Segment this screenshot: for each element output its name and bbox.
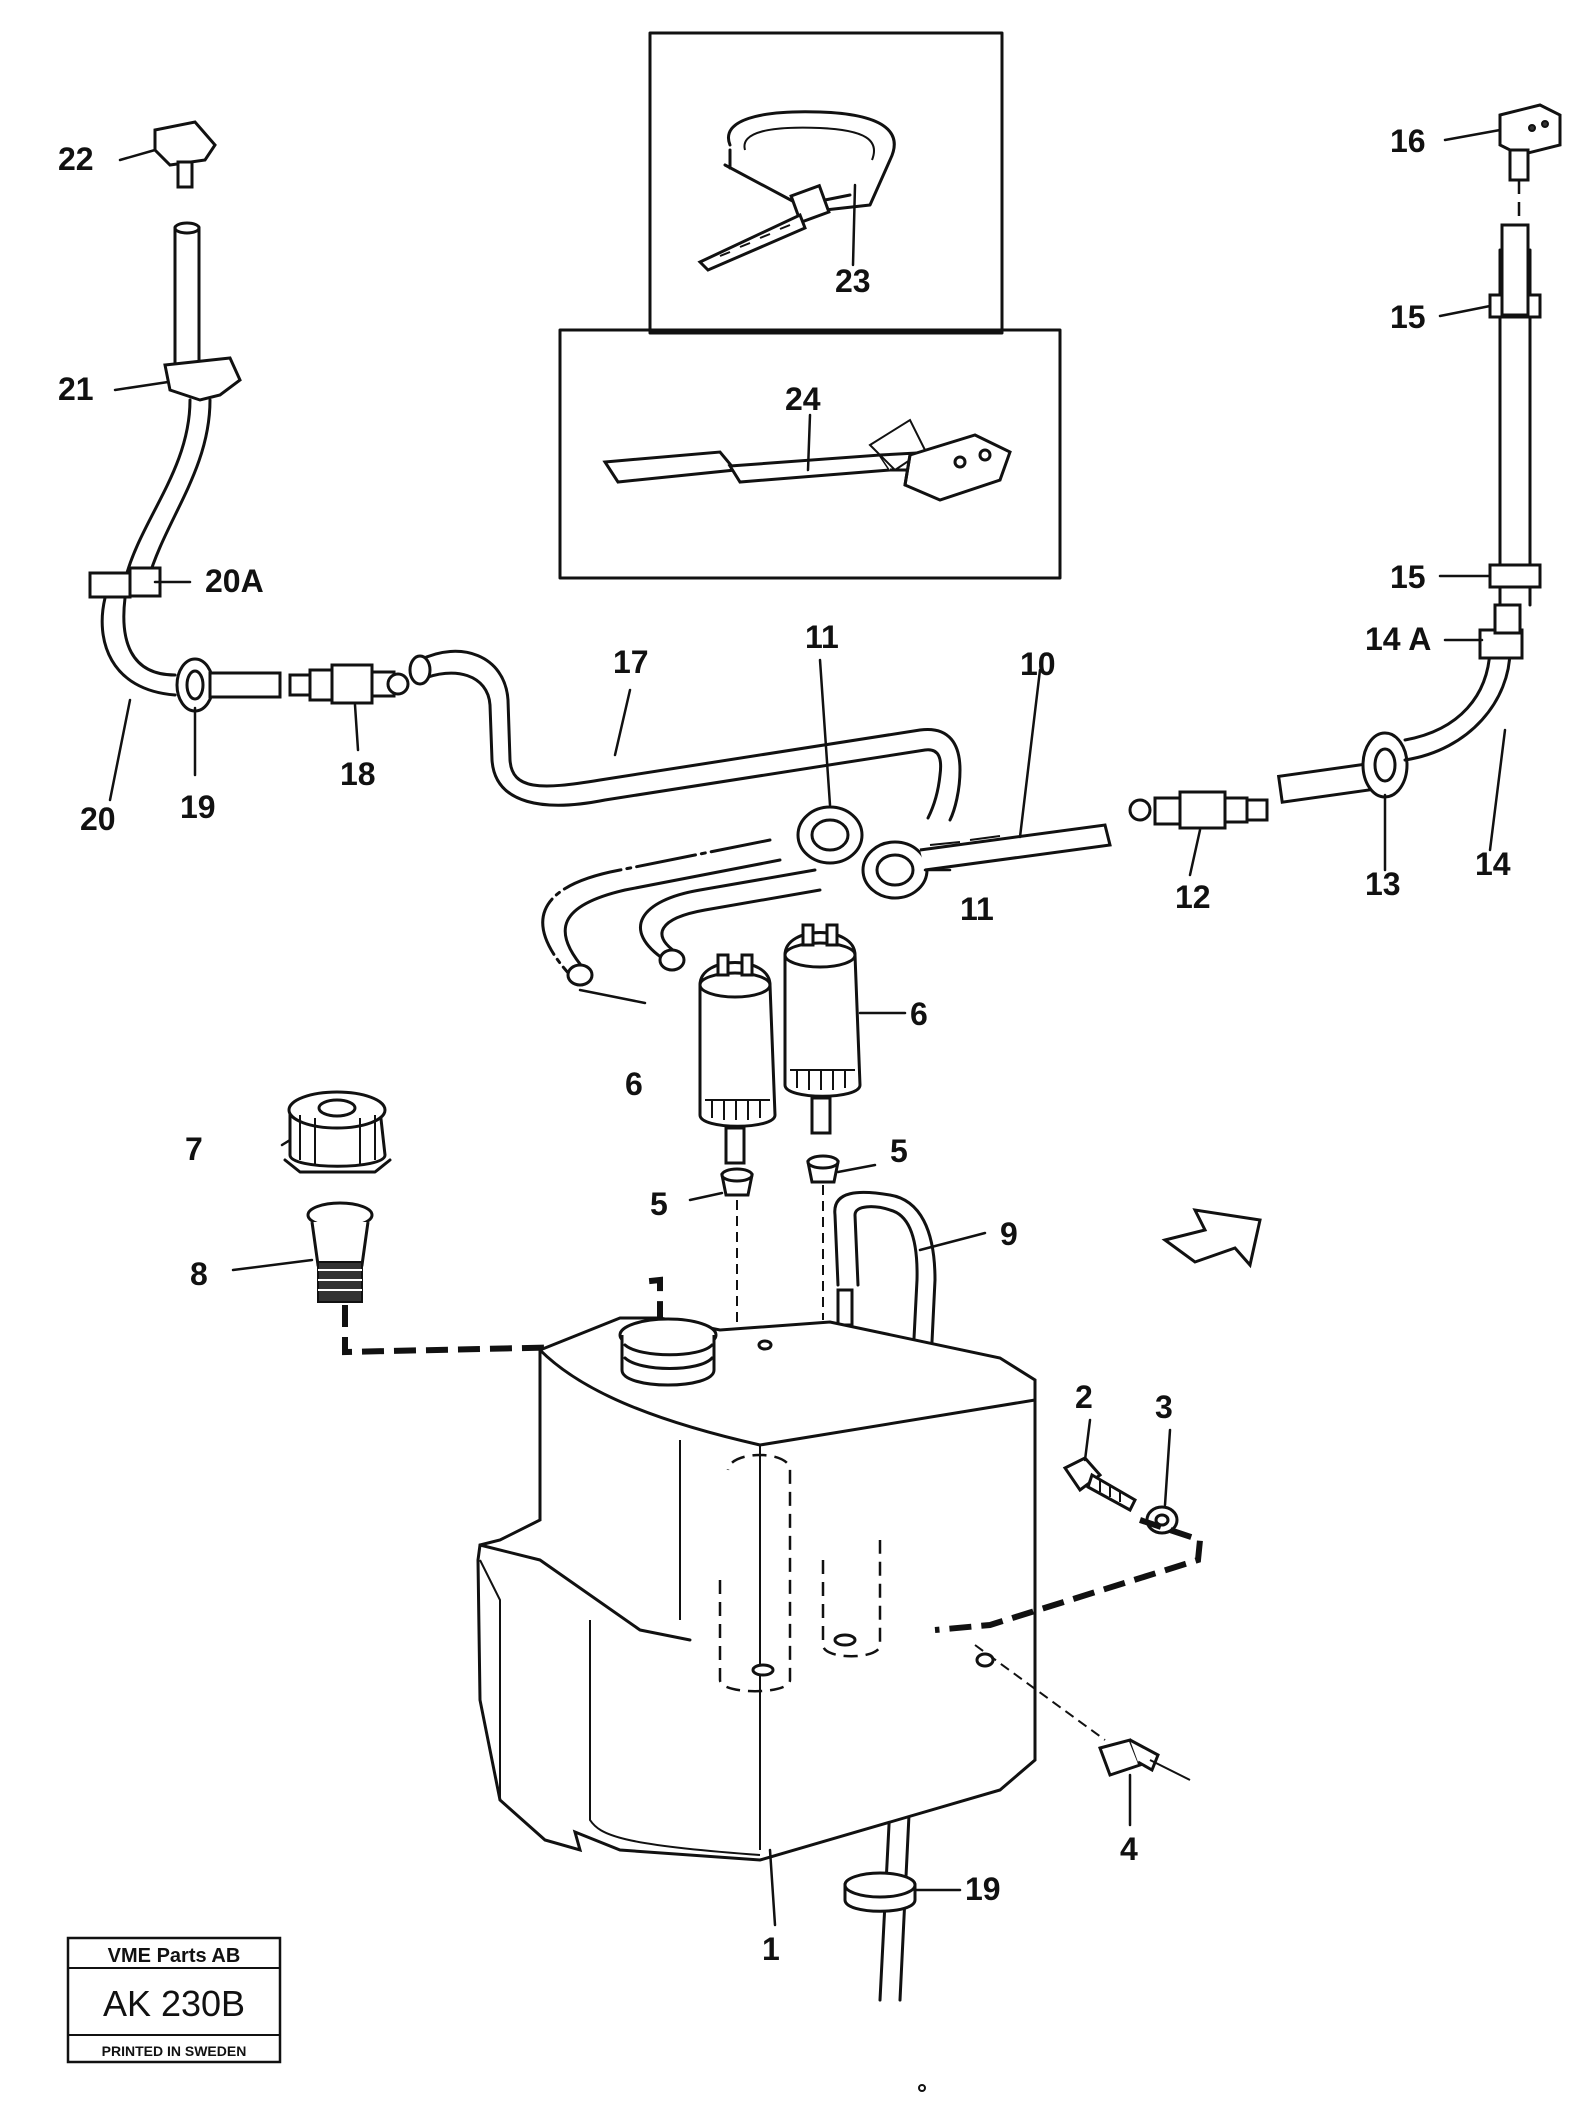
clip-icon [1098, 1738, 1142, 1777]
nozzle-bracket-icon [163, 356, 242, 402]
strap-icon [602, 418, 1012, 502]
callout-13: 13 [1365, 866, 1401, 902]
left-nozzle-assembly [88, 120, 410, 713]
callout-7: 7 [185, 1131, 203, 1167]
cable-tie-icon [697, 110, 896, 272]
callout-21: 21 [58, 371, 94, 407]
callout-4: 4 [1120, 1831, 1138, 1867]
hose-17 [408, 649, 962, 822]
callout-19-upper: 19 [180, 789, 216, 825]
inset-box-strap [558, 328, 1062, 580]
washer-tank [476, 1316, 1037, 1862]
tank-icon [476, 1316, 1037, 1862]
hose-clip-icon [88, 571, 132, 599]
callout-2: 2 [1075, 1379, 1093, 1415]
hose-connector-icon [288, 663, 410, 705]
callout-20: 20 [80, 801, 116, 837]
hose-9 [833, 1190, 937, 2002]
callout-15-upper: 15 [1390, 299, 1426, 335]
callout-11-upper: 11 [805, 619, 839, 655]
callout-11-lower: 11 [960, 891, 994, 927]
callout-5-right: 5 [890, 1133, 908, 1169]
grommet-11-upper [796, 805, 864, 865]
inset-box-cable-tie [648, 31, 1004, 335]
stamp-code: AK 230B [103, 1983, 245, 2024]
mounting-bolt [1062, 1456, 1137, 1513]
right-line-assembly [919, 103, 1562, 872]
callout-6-left: 6 [625, 1066, 643, 1102]
hose-connector-icon [1128, 790, 1269, 830]
grommet-19-lower [843, 1871, 917, 1913]
callout-19-lower: 19 [965, 1871, 1001, 1907]
filler-strainer [306, 1201, 374, 1303]
callout-9: 9 [1000, 1216, 1018, 1252]
callout-8: 8 [190, 1256, 208, 1292]
callout-23: 23 [835, 263, 871, 299]
stamp-company: VME Parts AB [108, 1945, 241, 1967]
callout-18: 18 [340, 756, 376, 792]
callout-24: 24 [785, 381, 821, 417]
pump-right [783, 923, 862, 1135]
leader-lines [108, 128, 1507, 1927]
callout-1: 1 [762, 1931, 780, 1967]
stamp-box: VME Parts AB AK 230B PRINTED IN SWEDEN [66, 1936, 282, 2064]
filler-cap [283, 1090, 392, 1174]
mounting-clip [1098, 1738, 1191, 1781]
washer-nozzle-icon [153, 120, 217, 167]
callout-17: 17 [613, 644, 649, 680]
callout-14: 14 [1475, 846, 1511, 882]
direction-arrow-icon [1161, 1208, 1262, 1269]
callout-14a: 14 A [1365, 621, 1431, 657]
callout-20a: 20A [205, 563, 264, 599]
bolt-icon [1062, 1456, 1103, 1493]
callout-15-lower: 15 [1390, 559, 1426, 595]
grommet-11-lower [861, 840, 929, 900]
callout-6-right: 6 [910, 996, 928, 1032]
callout-labels: 22 21 20A 20 19 18 17 11 11 10 12 13 14 … [58, 123, 1511, 1967]
pipe-clamp-icon [1488, 563, 1542, 589]
stamp-printed: PRINTED IN SWEDEN [102, 2043, 247, 2059]
callout-3: 3 [1155, 1389, 1173, 1425]
callout-22: 22 [58, 141, 94, 177]
pump-hoses [541, 838, 822, 987]
pump-left [698, 953, 777, 1165]
callout-10: 10 [1020, 646, 1056, 682]
callout-16: 16 [1390, 123, 1426, 159]
callout-5-left: 5 [650, 1186, 668, 1222]
callout-12: 12 [1175, 879, 1211, 915]
